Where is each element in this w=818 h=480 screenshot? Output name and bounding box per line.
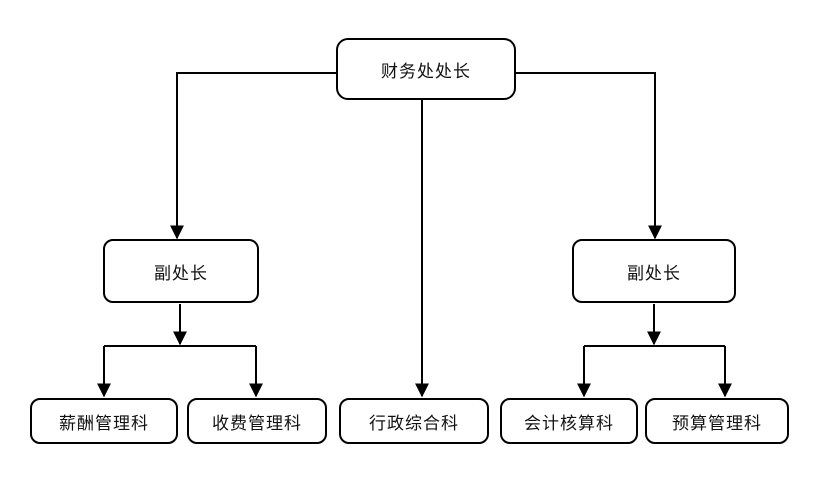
node-deputy-right: 副处长 <box>572 239 736 303</box>
node-fees-dept: 收费管理科 <box>187 398 327 444</box>
node-salary-dept: 薪酬管理科 <box>30 398 178 444</box>
node-admin-dept: 行政综合科 <box>339 398 489 444</box>
node-label: 副处长 <box>154 263 208 284</box>
node-label: 行政综合科 <box>369 413 459 434</box>
node-deputy-left: 副处长 <box>103 239 259 303</box>
node-accounting-dept: 会计核算科 <box>500 398 638 444</box>
node-budget-dept: 预算管理科 <box>645 398 789 444</box>
node-label: 会计核算科 <box>524 413 614 434</box>
node-label: 预算管理科 <box>672 413 762 434</box>
node-label: 财务处处长 <box>381 61 471 82</box>
node-label: 副处长 <box>627 263 681 284</box>
connector-root-to-right-deputy <box>515 72 662 240</box>
node-label: 收费管理科 <box>212 413 302 434</box>
node-finance-director: 财务处处长 <box>336 38 516 100</box>
connector-root-to-left-deputy <box>170 72 337 240</box>
node-label: 薪酬管理科 <box>59 413 149 434</box>
